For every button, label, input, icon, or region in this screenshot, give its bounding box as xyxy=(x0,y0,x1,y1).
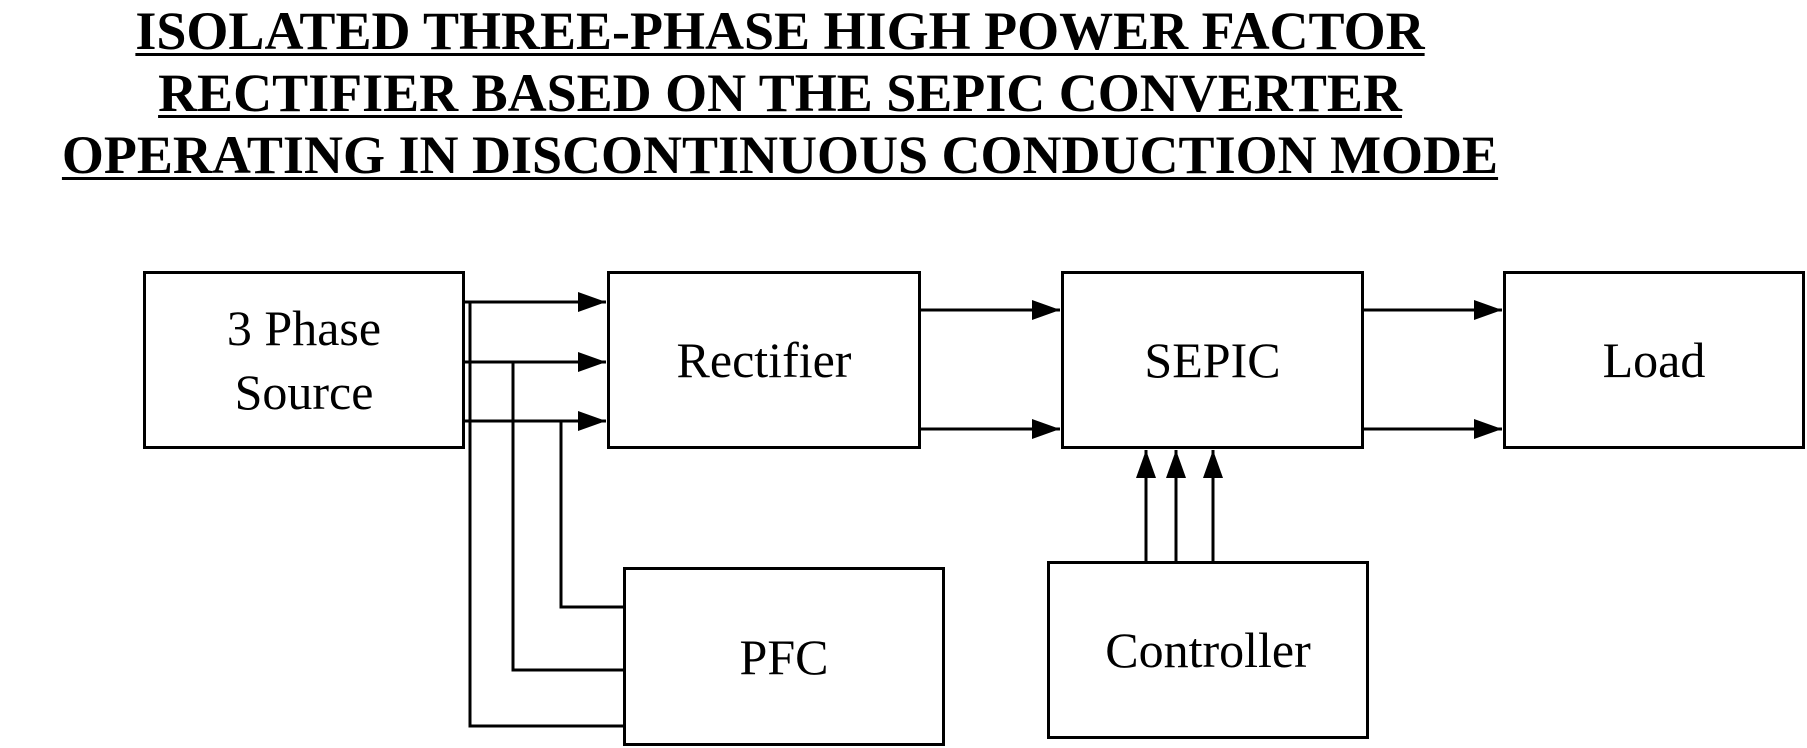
pfc-label: PFC xyxy=(739,628,829,685)
load-block: Load xyxy=(1503,271,1805,449)
title-line-1: ISOLATED THREE-PHASE HIGH POWER FACTOR xyxy=(135,1,1425,61)
sepic-block: SEPIC xyxy=(1061,271,1364,449)
pfc-sense-wire-3 xyxy=(559,421,623,609)
rectifier-block: Rectifier xyxy=(607,271,921,449)
sepic-label: SEPIC xyxy=(1144,332,1281,388)
title-line-3: OPERATING IN DISCONTINUOUS CONDUCTION MO… xyxy=(61,125,1499,185)
title-line-2: RECTIFIER BASED ON THE SEPIC CONVERTER xyxy=(158,63,1402,123)
controller-label: Controller xyxy=(1105,622,1311,678)
pfc-sense-wire-2 xyxy=(511,362,623,672)
pfc-sense-wire-1 xyxy=(468,302,623,728)
rectifier-label: Rectifier xyxy=(676,332,852,388)
diagram-title: ISOLATED THREE-PHASE HIGH POWER FACTOR R… xyxy=(0,0,1560,186)
pfc-block: PFC xyxy=(623,567,945,746)
source-label: 3 Phase Source xyxy=(227,296,381,424)
load-label: Load xyxy=(1602,332,1706,388)
source-label-line-2: Source xyxy=(234,364,374,420)
source-block: 3 Phase Source xyxy=(143,271,465,449)
controller-block: Controller xyxy=(1047,561,1369,739)
source-label-line-1: 3 Phase xyxy=(226,300,382,356)
